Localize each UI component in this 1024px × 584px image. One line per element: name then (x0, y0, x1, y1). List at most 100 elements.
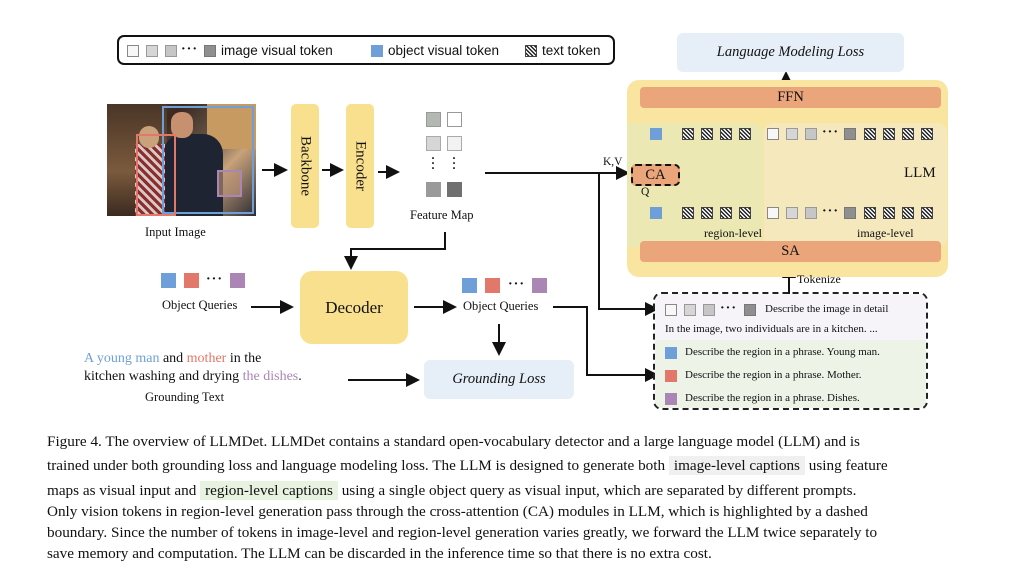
grounding-text-label: Grounding Text (145, 390, 225, 404)
image-level-panel (764, 123, 947, 247)
prompt-image-token (665, 304, 677, 316)
legend-image-visual-token: image visual token (221, 43, 333, 58)
output-query-ellipsis: ··· (508, 277, 526, 292)
image-output-token (844, 128, 856, 140)
arrow-queries-to-region-prompt (553, 306, 659, 382)
region-input-text-token (701, 207, 713, 219)
region-output-object-token (650, 128, 662, 140)
highlight-image-level-captions: image-level captions (668, 456, 805, 475)
image-person-mother (135, 144, 165, 216)
backbone-label: Backbone (297, 136, 314, 196)
sa-label: SA (781, 243, 800, 259)
query-token-red (184, 273, 199, 288)
feature-cell (426, 182, 441, 197)
caption-fragment: using feature (804, 457, 888, 474)
prompt-box: ··· Describe the image in detail In the … (653, 292, 928, 410)
region-input-object-token (650, 207, 662, 219)
caption-line: save memory and computation. The LLM can… (47, 545, 712, 562)
image-output-text-token (902, 128, 914, 140)
region-prompt-text: Describe the region in a phrase. Young m… (685, 346, 880, 358)
grounding-loss-box: Grounding Loss (424, 360, 574, 399)
decoder-label: Decoder (325, 297, 383, 317)
cross-attention-block: CA (631, 164, 680, 186)
region-output-text-token (739, 128, 751, 140)
feature-cell (447, 136, 462, 151)
feature-map: ··· ··· (426, 112, 466, 200)
caption-line: Figure 4. The overview of LLMDet. LLMDet… (47, 433, 860, 450)
legend-box: ··· image visual token object visual tok… (117, 35, 615, 65)
legend-token-dark (204, 45, 216, 57)
caption-line: trained under both grounding loss and la… (47, 455, 1002, 476)
legend-token-text (525, 45, 537, 57)
image-level-label: image-level (857, 226, 914, 240)
image-input-text-token (902, 207, 914, 219)
query-token-purple (230, 273, 245, 288)
region-prompt-section (655, 340, 926, 408)
feature-map-label: Feature Map (410, 208, 474, 222)
image-output-text-token (883, 128, 895, 140)
phrase-mother: mother (186, 351, 227, 366)
image-output-token (786, 128, 798, 140)
llm-label: LLM (904, 165, 936, 181)
ca-label: CA (645, 166, 666, 183)
legend-object-visual-token: object visual token (388, 43, 500, 58)
image-input-text-token (883, 207, 895, 219)
image-input-token (786, 207, 798, 219)
encoder-label: Encoder (352, 141, 369, 191)
input-image-label: Input Image (145, 225, 206, 239)
tokenize-label: Tokenize (797, 272, 841, 286)
ffn-bar: FFN (640, 87, 941, 108)
bbox-young-man (162, 106, 254, 214)
grounding-text-fragment: in the (226, 351, 262, 366)
image-input-token (844, 207, 856, 219)
backbone-block: Backbone (291, 104, 319, 228)
kv-label: K,V (603, 156, 623, 168)
image-input-token (805, 207, 817, 219)
object-queries-output-label: Object Queries (463, 299, 539, 313)
grounding-text-fragment: and (159, 351, 187, 366)
region-input-text-token (739, 207, 751, 219)
region-input-text-token (720, 207, 732, 219)
q-label: Q (641, 186, 650, 198)
image-input-text-token (921, 207, 933, 219)
grounding-text: A young man and mother in the kitchen wa… (84, 350, 302, 386)
image-man-head (171, 112, 193, 138)
grounding-text-fragment: . (298, 369, 302, 384)
region-prompt-token-purple (665, 393, 677, 405)
llm-block: FFN SA (627, 80, 948, 277)
caption-fragment: maps as visual input and (47, 482, 201, 499)
arrow-featuremap-to-decoder (344, 232, 446, 270)
caption-line: boundary. Since the number of tokens in … (47, 524, 878, 541)
region-output-text-token (701, 128, 713, 140)
phrase-the-dishes: the dishes (242, 369, 299, 384)
feature-vdots: ··· (452, 151, 457, 175)
figure-caption: Figure 4. The overview of LLMDet. LLMDet… (47, 431, 1002, 564)
legend-token-white (127, 45, 139, 57)
region-output-text-token (682, 128, 694, 140)
region-input-text-token (682, 207, 694, 219)
grounding-text-fragment: kitchen washing and drying (84, 369, 243, 384)
image-output-text-token (864, 128, 876, 140)
region-prompt-text: Describe the region in a phrase. Dishes. (685, 392, 860, 404)
region-output-text-token (720, 128, 732, 140)
query-ellipsis: ··· (206, 272, 224, 287)
legend-token-light (146, 45, 158, 57)
image-output-ellipsis: ··· (822, 125, 840, 140)
image-prompt-text: Describe the image in detail (765, 303, 889, 315)
feature-cell (447, 112, 462, 127)
query-token-blue (161, 273, 176, 288)
prompt-ellipsis: ··· (720, 301, 738, 316)
feature-cell (426, 112, 441, 127)
bbox-mother (136, 134, 176, 216)
image-output-token (805, 128, 817, 140)
region-prompt-token-red (665, 370, 677, 382)
legend-token-object (371, 45, 383, 57)
region-prompt-text: Describe the region in a phrase. Mother. (685, 369, 862, 381)
legend-token-mid (165, 45, 177, 57)
arrow-featuremap-to-image-prompt (598, 173, 659, 316)
feature-cell (447, 182, 462, 197)
language-modeling-loss-box: Language Modeling Loss (677, 33, 904, 72)
legend-text-token: text token (542, 43, 601, 58)
image-prompt-section (655, 294, 926, 340)
output-query-token-blue (462, 278, 477, 293)
